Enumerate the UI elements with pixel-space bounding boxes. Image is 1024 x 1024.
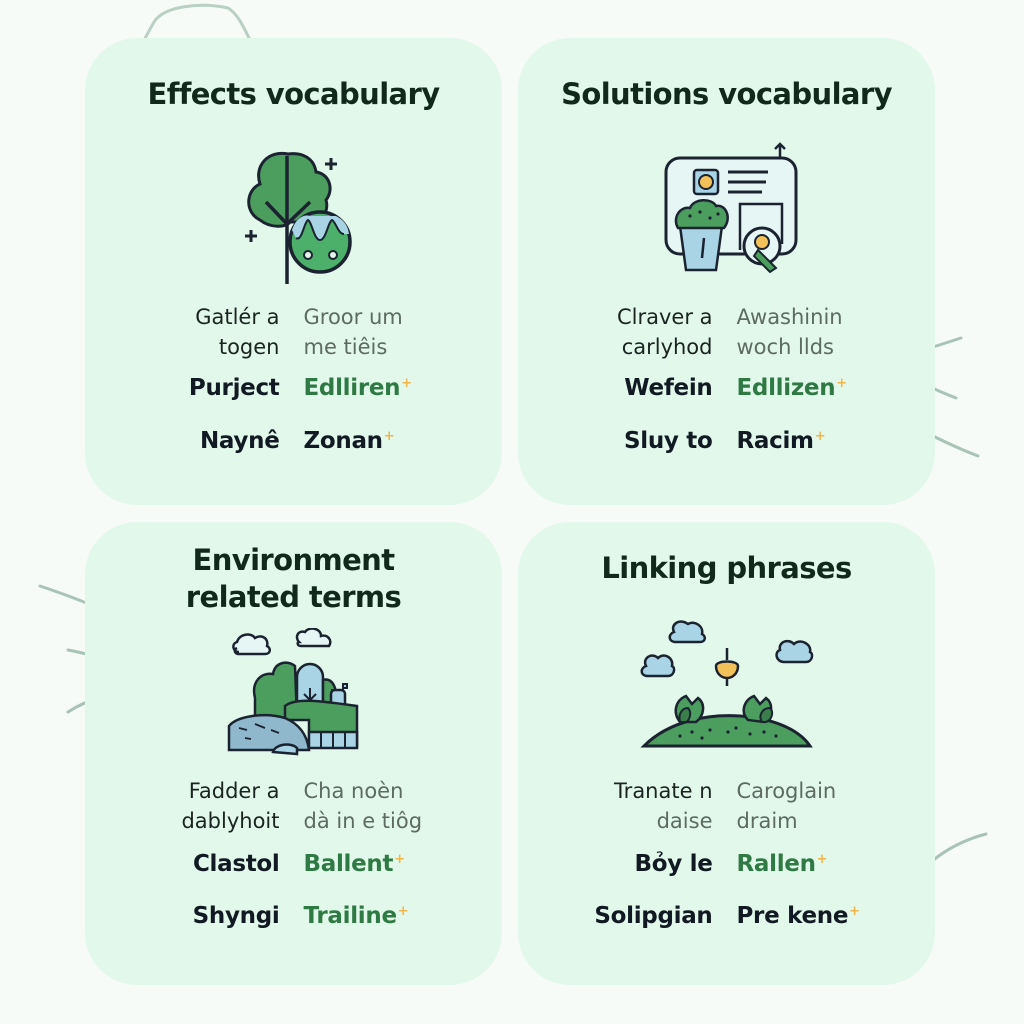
term-row: Solipgian Pre kene+ (518, 901, 935, 929)
term-left: Naynê (199, 428, 280, 454)
term-left: Wefein (624, 375, 713, 401)
term-left: Purject (188, 375, 280, 401)
term-row: Shyngi Trailine+ (85, 901, 502, 929)
sparkle-icon: + (814, 429, 826, 444)
sparkle-icon: + (397, 904, 409, 919)
term-row: Naynê Zonan+ (85, 426, 502, 454)
term-row: Purject Edlliren+ (85, 373, 502, 401)
card-title: Solutions vocabulary (561, 77, 892, 111)
term-text: dablyhoit (181, 809, 280, 833)
term-left: Solipgian (594, 903, 713, 929)
term-text: Ballent (303, 851, 394, 877)
term-right: Trailine+ (304, 901, 409, 931)
card-environment-related-terms: Environment related terms Fadder a dablyh… (85, 522, 502, 985)
term-text: Clraver a (616, 305, 713, 329)
term-text: Tranate n (613, 779, 713, 803)
sparkle-icon: + (394, 852, 405, 867)
term-text: Gatlér a (195, 305, 280, 329)
sparkle-icon: + (849, 904, 860, 919)
card-linking-phrases: Linking phrases Tranate n daise Caroglain… (518, 522, 935, 985)
term-left: Clastol (192, 851, 280, 877)
term-text: carlyhod (621, 335, 713, 359)
card-title: Linking phrases (601, 551, 852, 585)
sparkle-icon: + (836, 376, 847, 391)
sparkle-icon: + (383, 429, 395, 444)
term-text: Rallen (736, 851, 816, 877)
term-left: Bỏy le (634, 851, 713, 877)
term-row: Tranate n daise Caroglain draim (518, 776, 935, 833)
term-text: togen (218, 335, 280, 359)
card-title: Environment related terms (85, 542, 502, 616)
term-right: Caroglain draim (737, 776, 837, 836)
tree-globe-icon (240, 142, 355, 291)
card-solutions-vocabulary: Solutions vocabulary Clraver a carlyhod A… (518, 38, 935, 505)
term-right: Groor um me tiêis (304, 302, 403, 362)
term-text: me tiêis (303, 335, 388, 359)
term-right: Zonan+ (304, 426, 395, 456)
term-row: Clraver a carlyhod Awashinin woch llds (518, 302, 935, 359)
term-right: Ballent+ (303, 849, 406, 879)
term-right: Edllizen+ (736, 373, 848, 403)
term-text: draim (736, 809, 798, 833)
term-text: Fadder a (188, 779, 280, 803)
term-text: dà in e tiôg (303, 809, 423, 833)
term-text: daise (656, 809, 713, 833)
term-row: Sluy to Racim+ (518, 426, 935, 454)
term-text: woch llds (736, 335, 835, 359)
term-text: Edllizen (736, 375, 836, 401)
sparkle-icon: + (401, 376, 412, 391)
term-right: Rallen+ (737, 849, 828, 879)
term-right: Racim+ (737, 426, 826, 456)
term-row: Clastol Ballent+ (85, 849, 502, 877)
term-row: Fadder a dablyhoit Cha noèn dà in e tiôg (85, 776, 502, 833)
term-text: Racim (736, 428, 815, 454)
eco-certificate-icon (662, 140, 802, 279)
card-effects-vocabulary: Effects vocabulary Gatlér a togen Groor u… (85, 38, 502, 505)
sparkle-icon: + (816, 852, 828, 867)
term-text: Groor um (303, 305, 403, 329)
term-text: Pre kene (736, 903, 849, 929)
term-right: Pre kene+ (736, 901, 861, 931)
term-right: Awashinin woch llds (737, 302, 843, 362)
hill-sprouts-icon (640, 620, 815, 756)
card-title-line: Environment (192, 543, 396, 577)
term-left: Gatlér a togen (195, 302, 279, 362)
term-row: Wefein Edllizen+ (518, 373, 935, 401)
term-text: Edlliren (303, 375, 401, 401)
term-text: Caroglain (736, 779, 837, 803)
term-right: Cha noèn dà in e tiôg (304, 776, 423, 836)
term-text: Cha noèn (303, 779, 404, 803)
term-row: Gatlér a togen Groor um me tiêis (85, 302, 502, 359)
card-title-line: related terms (185, 580, 402, 614)
term-left: Sluy to (623, 428, 713, 454)
term-row: Bỏy le Rallen+ (518, 849, 935, 877)
term-left: Tranate n daise (614, 776, 713, 836)
term-left: Fadder a dablyhoit (181, 776, 279, 836)
card-title: Effects vocabulary (147, 77, 440, 111)
term-right: Edlliren+ (303, 373, 413, 403)
term-text: Awashinin (736, 305, 843, 329)
term-text: Trailine (303, 903, 398, 929)
term-left: Clraver a carlyhod (617, 302, 713, 362)
term-text: Zonan (303, 428, 384, 454)
landscape-icon (225, 627, 365, 760)
term-left: Shyngi (192, 903, 280, 929)
